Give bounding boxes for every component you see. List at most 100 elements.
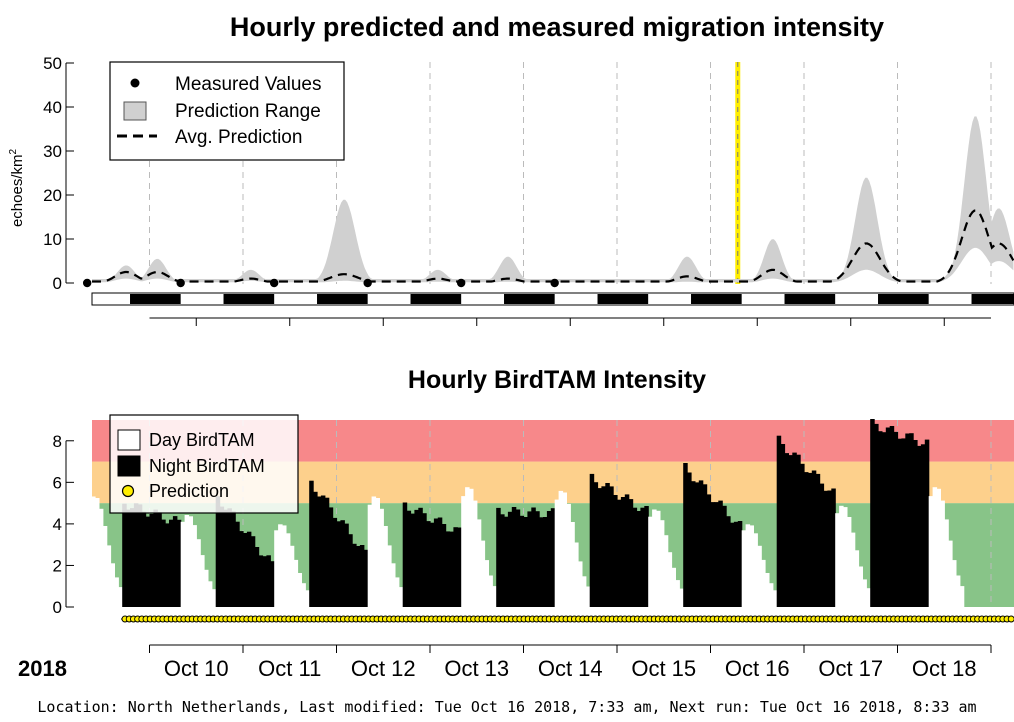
night-bar <box>780 444 786 607</box>
night-bar <box>266 555 271 607</box>
night-bar <box>874 423 879 607</box>
night-bar <box>702 484 708 607</box>
night-bar <box>819 483 825 607</box>
day-bar <box>394 577 400 607</box>
night-bar <box>504 516 509 607</box>
night-bar <box>714 502 719 607</box>
night-bar <box>881 432 887 607</box>
legend-bottom: Day BirdTAM Night BirdTAM Prediction <box>109 414 299 514</box>
date-label: Oct 17 <box>818 656 883 681</box>
night-bar <box>363 549 369 607</box>
day-bar <box>184 515 190 607</box>
day-bar <box>274 530 279 607</box>
night-bar <box>320 495 326 607</box>
night-bar <box>831 488 836 607</box>
night-bar <box>539 517 544 607</box>
day-bar <box>959 586 965 607</box>
night-bar <box>453 527 458 607</box>
measured-value-point <box>456 278 466 288</box>
night-bar <box>324 497 330 607</box>
day-bar <box>944 519 949 607</box>
night-bar <box>317 496 322 607</box>
day-night-strip <box>91 292 1014 306</box>
night-bar <box>153 509 158 607</box>
night-bar <box>726 516 731 607</box>
day-bar <box>554 499 560 607</box>
chart-title-migration: Hourly predicted and measured migration … <box>230 12 884 42</box>
night-bar <box>784 453 789 607</box>
night-bar <box>913 440 918 607</box>
day-bar <box>675 580 680 607</box>
night-bar <box>698 480 704 607</box>
night-bar <box>515 509 521 607</box>
night-bar <box>157 512 162 607</box>
bottom-y-tick-label: 4 <box>53 515 62 534</box>
night-bar <box>788 455 793 607</box>
day-bar <box>114 577 119 607</box>
night-bar <box>122 503 127 607</box>
date-label: Oct 16 <box>725 656 790 681</box>
day-bar <box>656 510 661 607</box>
night-bar <box>406 510 412 607</box>
day-bar <box>282 525 287 607</box>
day-bar <box>305 590 310 607</box>
legend-avg-label: Avg. Prediction <box>175 127 302 148</box>
bottom-y-tick-label: 6 <box>53 473 62 492</box>
day-bar <box>585 586 591 607</box>
y-tick-label: 20 <box>43 186 62 205</box>
y-tick-label: 0 <box>53 274 62 293</box>
night-bar <box>920 444 926 607</box>
day-bar <box>757 545 762 607</box>
day-bar <box>562 492 567 607</box>
day-bar <box>558 490 564 607</box>
night-bar <box>710 502 715 607</box>
night-bar <box>901 438 906 607</box>
night-bar <box>535 511 540 607</box>
night-bar <box>917 445 922 607</box>
prediction-dot <box>1007 615 1014 623</box>
night-bar <box>519 515 525 607</box>
day-bar <box>180 521 186 607</box>
night-bar <box>811 470 817 607</box>
legend-night-swatch <box>117 455 141 477</box>
night-bar <box>924 439 930 607</box>
night-bar <box>262 556 267 607</box>
chart-svg: Hourly predicted and measured migration … <box>8 12 1014 681</box>
night-bar <box>309 480 314 607</box>
day-bar <box>749 525 754 607</box>
date-label: Oct 15 <box>631 656 696 681</box>
night-bar <box>609 486 614 607</box>
night-bar <box>165 523 170 607</box>
night-bar <box>800 463 805 607</box>
day-bar <box>667 552 673 607</box>
night-bar <box>235 521 240 607</box>
night-bar <box>250 536 256 607</box>
day-bar <box>652 509 657 607</box>
night-bar <box>905 433 910 607</box>
night-bar <box>141 511 147 607</box>
night-bar <box>352 543 357 607</box>
measured-value-point <box>269 278 279 288</box>
night-bar <box>223 509 228 607</box>
night-bar <box>258 555 264 607</box>
day-bar <box>566 503 571 607</box>
day-bar <box>663 535 669 607</box>
legend-day-label: Day BirdTAM <box>149 430 255 450</box>
night-bar <box>601 486 606 607</box>
night-bar <box>313 491 318 607</box>
night-bar <box>243 533 248 607</box>
night-bar <box>531 507 536 607</box>
night-segment <box>223 294 275 304</box>
night-bar <box>359 545 365 607</box>
date-label: Oct 12 <box>351 656 416 681</box>
night-bar <box>133 503 139 607</box>
night-bar <box>176 519 182 607</box>
y-tick-label: 10 <box>43 230 62 249</box>
night-bar <box>430 522 435 607</box>
day-bar <box>480 540 486 607</box>
night-bar <box>546 511 552 607</box>
night-bar <box>605 483 610 607</box>
day-bar <box>659 520 665 607</box>
day-bar <box>854 550 860 607</box>
